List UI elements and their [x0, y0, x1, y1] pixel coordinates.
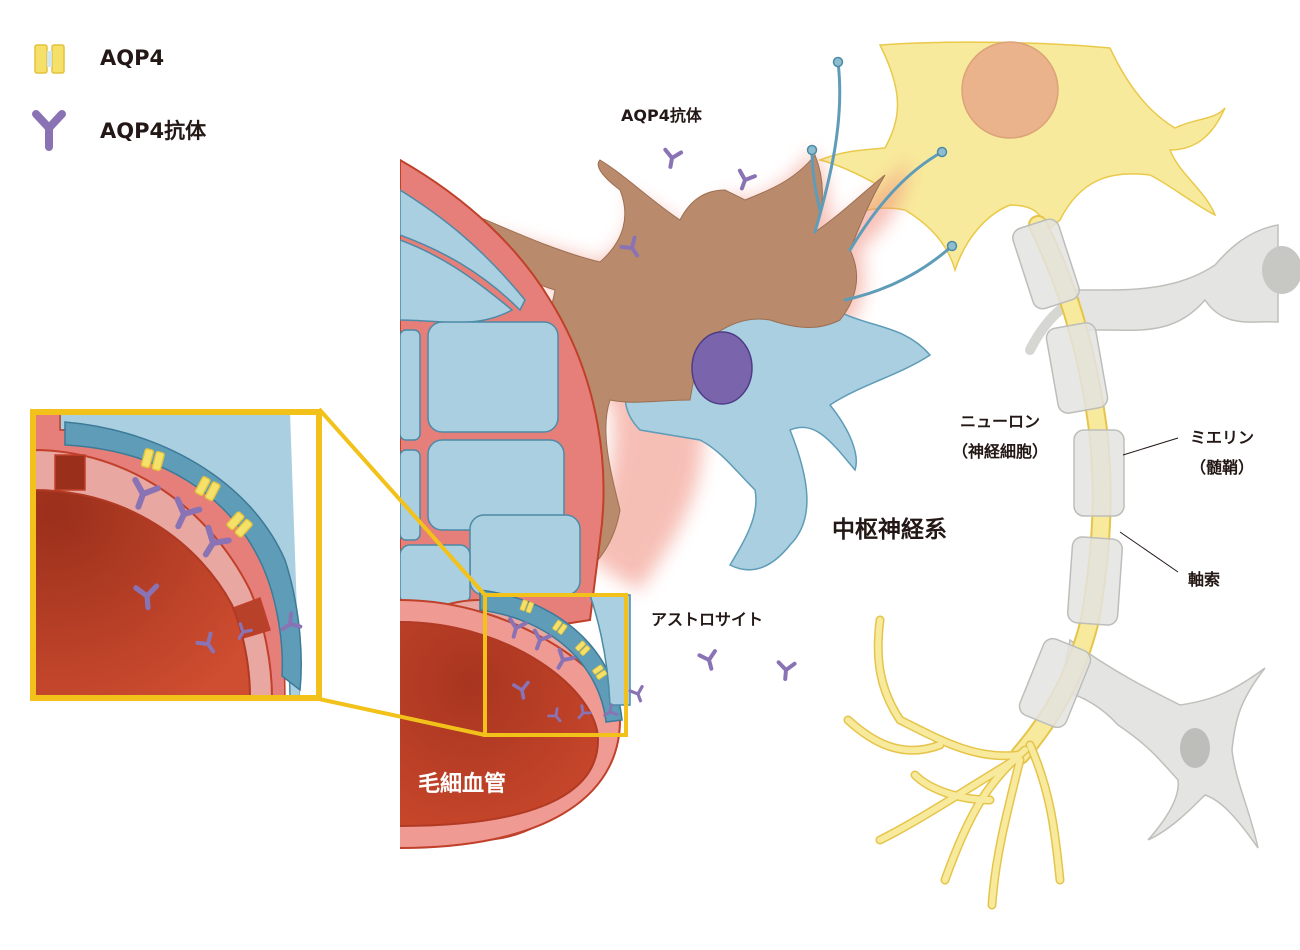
gray-neuron: [1025, 224, 1300, 849]
capillary-label: 毛細血管: [418, 772, 507, 797]
myelin-sheath: [1012, 218, 1125, 729]
myelin-label: ミエリン （髄鞘）: [1172, 424, 1272, 478]
zoom-target-frame: [483, 593, 628, 737]
zoom-inset: [30, 409, 322, 701]
myelin-label-line1: ミエリン: [1189, 428, 1254, 447]
astrocyte: [448, 56, 958, 590]
zoom-connector: [317, 407, 487, 737]
neuron-label-line2: （神経細胞）: [951, 442, 1048, 461]
legend-antibody-icon: [32, 110, 66, 151]
pointer-lines: [1119, 437, 1179, 573]
neuron: [817, 41, 1226, 910]
vessel-wall: [400, 158, 605, 652]
legend-aqp4-label: AQP4: [100, 46, 165, 70]
capillary: [399, 589, 631, 849]
astrocyte-label: アストロサイト: [651, 610, 764, 629]
legend-aqp4-icon: [34, 44, 65, 74]
cns-label: 中枢神経系: [832, 517, 947, 543]
neuron-label-line1: ニューロン: [959, 412, 1040, 431]
legend-antibody-label: AQP4抗体: [100, 119, 207, 143]
neuron-label: ニューロン （神経細胞）: [940, 408, 1060, 462]
axon-label: 軸索: [1188, 570, 1221, 589]
myelin-label-line2: （髄鞘）: [1189, 458, 1254, 477]
antibody-top-label: AQP4抗体: [621, 106, 702, 125]
